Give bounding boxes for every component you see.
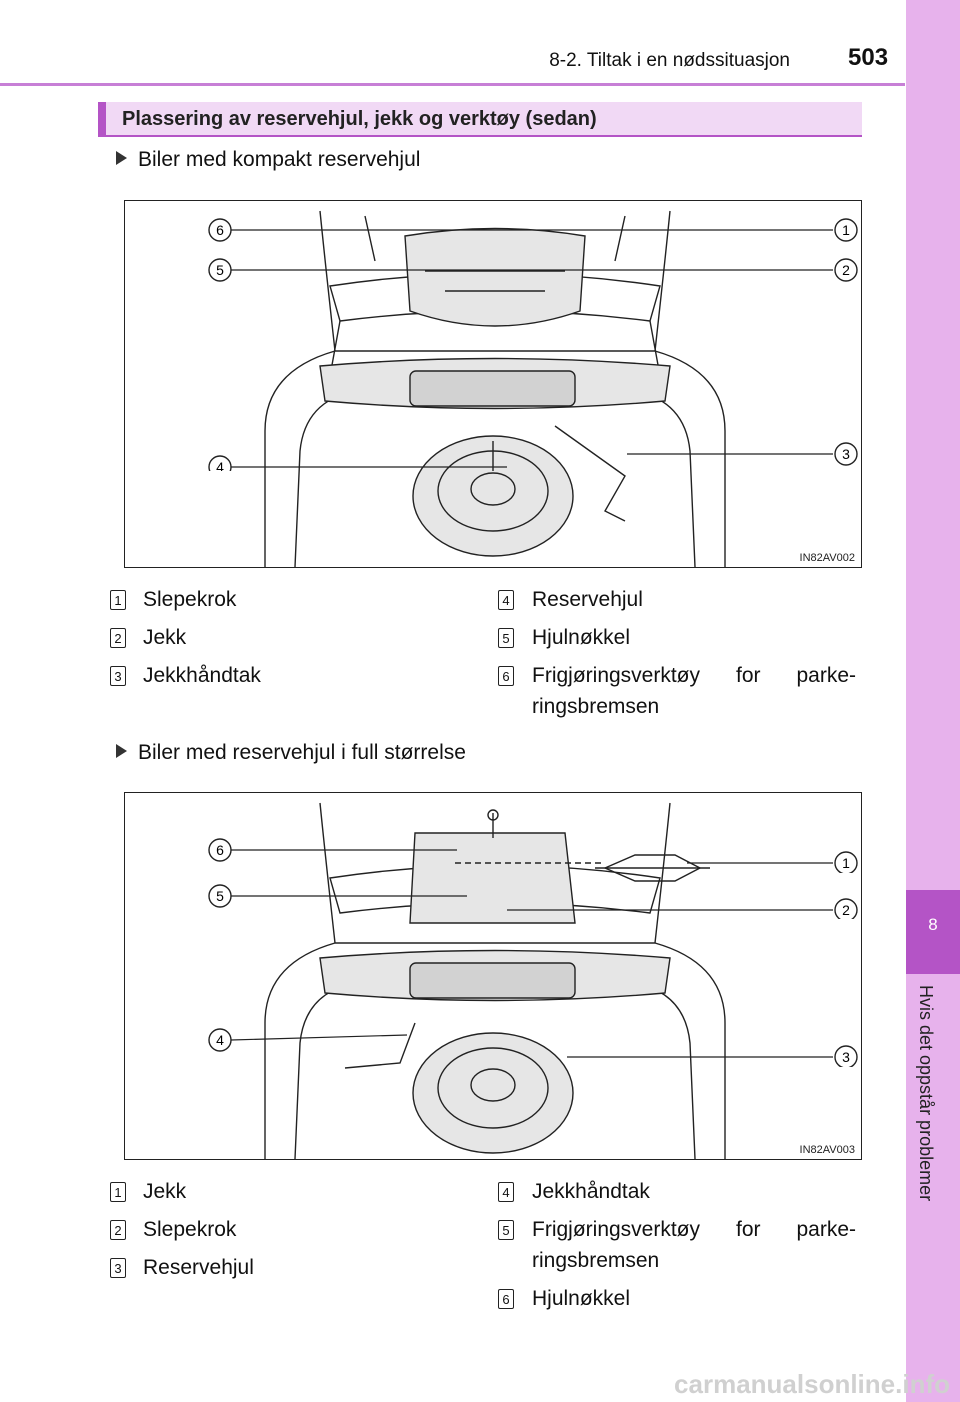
chapter-number: 8 bbox=[906, 890, 960, 974]
figure-full-size-spare: 6 1 5 2 4 3 IN82AV003 bbox=[124, 792, 862, 1160]
svg-text:6: 6 bbox=[216, 842, 224, 858]
figure-compact-spare: 6 1 5 2 4 3 IN82AV002 bbox=[124, 200, 862, 568]
trunk-illustration-compact bbox=[264, 210, 726, 567]
legend-item: Jekkhåndtak bbox=[532, 1180, 650, 1203]
legend-number: 3 bbox=[110, 1258, 126, 1278]
legend-item: Hjulnøkkel bbox=[532, 626, 631, 649]
page-number: 503 bbox=[848, 44, 889, 71]
svg-text:2: 2 bbox=[842, 902, 850, 918]
legend-number: 4 bbox=[498, 1182, 514, 1202]
legend-number: 2 bbox=[110, 1220, 126, 1240]
header-divider bbox=[0, 83, 905, 86]
legend-number: 1 bbox=[110, 590, 126, 610]
callout-label: 6 bbox=[216, 222, 224, 238]
figure-code: IN82AV002 bbox=[799, 552, 855, 564]
triangle-bullet-icon bbox=[116, 151, 127, 165]
legend-item: Reservehjul bbox=[143, 1256, 254, 1279]
chapter-side-tab bbox=[906, 0, 960, 1402]
legend-item: Slepekrok bbox=[143, 588, 237, 611]
svg-text:3: 3 bbox=[842, 1049, 850, 1065]
svg-text:5: 5 bbox=[216, 888, 224, 904]
part1-heading: Biler med kompakt reservehjul bbox=[116, 148, 420, 172]
part1-heading-text: Biler med kompakt reservehjul bbox=[138, 148, 421, 171]
legend-number: 6 bbox=[498, 1289, 514, 1309]
part2-heading-text: Biler med reservehjul i full størrelse bbox=[138, 741, 466, 764]
svg-text:2: 2 bbox=[842, 262, 850, 278]
legend-item-continued: ringsbremsen bbox=[532, 1249, 660, 1272]
legend-item: Jekk bbox=[143, 626, 187, 649]
svg-text:1: 1 bbox=[842, 855, 850, 871]
legend-number: 3 bbox=[110, 666, 126, 686]
legend-number: 5 bbox=[498, 628, 514, 648]
svg-text:4: 4 bbox=[216, 1032, 224, 1048]
legend-number: 4 bbox=[498, 590, 514, 610]
section-title-bar: Plassering av reservehjul, jekk og verkt… bbox=[98, 102, 862, 137]
figure-code: IN82AV003 bbox=[799, 1144, 855, 1156]
watermark: carmanualsonline.info bbox=[674, 1369, 950, 1399]
legend-item: Reservehjul bbox=[532, 588, 643, 611]
legend-number: 2 bbox=[110, 628, 126, 648]
legend-item-continued: ringsbremsen bbox=[532, 695, 660, 718]
header-section: 8-2. Tiltak i en nødssituasjon bbox=[549, 50, 790, 71]
legend-item: Jekk bbox=[143, 1180, 187, 1203]
legend-item: Frigjøringsverktøy for parke- bbox=[532, 664, 856, 687]
legend-item: Slepekrok bbox=[143, 1218, 237, 1241]
legend-item: Hjulnøkkel bbox=[532, 1287, 631, 1310]
legend-item: Frigjøringsverktøy for parke- bbox=[532, 1218, 856, 1241]
chapter-title: Hvis det oppstår problemer bbox=[916, 985, 936, 1202]
legend-number: 1 bbox=[110, 1182, 126, 1202]
svg-text:5: 5 bbox=[216, 262, 224, 278]
part2-heading: Biler med reservehjul i full størrelse bbox=[116, 741, 466, 765]
legend-number: 5 bbox=[498, 1220, 514, 1240]
svg-text:4: 4 bbox=[216, 459, 224, 471]
section-title: Plassering av reservehjul, jekk og verkt… bbox=[122, 108, 597, 130]
trunk-illustration-full bbox=[264, 802, 726, 1159]
legend-number: 6 bbox=[498, 666, 514, 686]
legend-item: Jekkhåndtak bbox=[143, 664, 261, 687]
triangle-bullet-icon bbox=[116, 744, 127, 758]
svg-text:3: 3 bbox=[842, 446, 850, 462]
svg-text:1: 1 bbox=[842, 222, 850, 238]
